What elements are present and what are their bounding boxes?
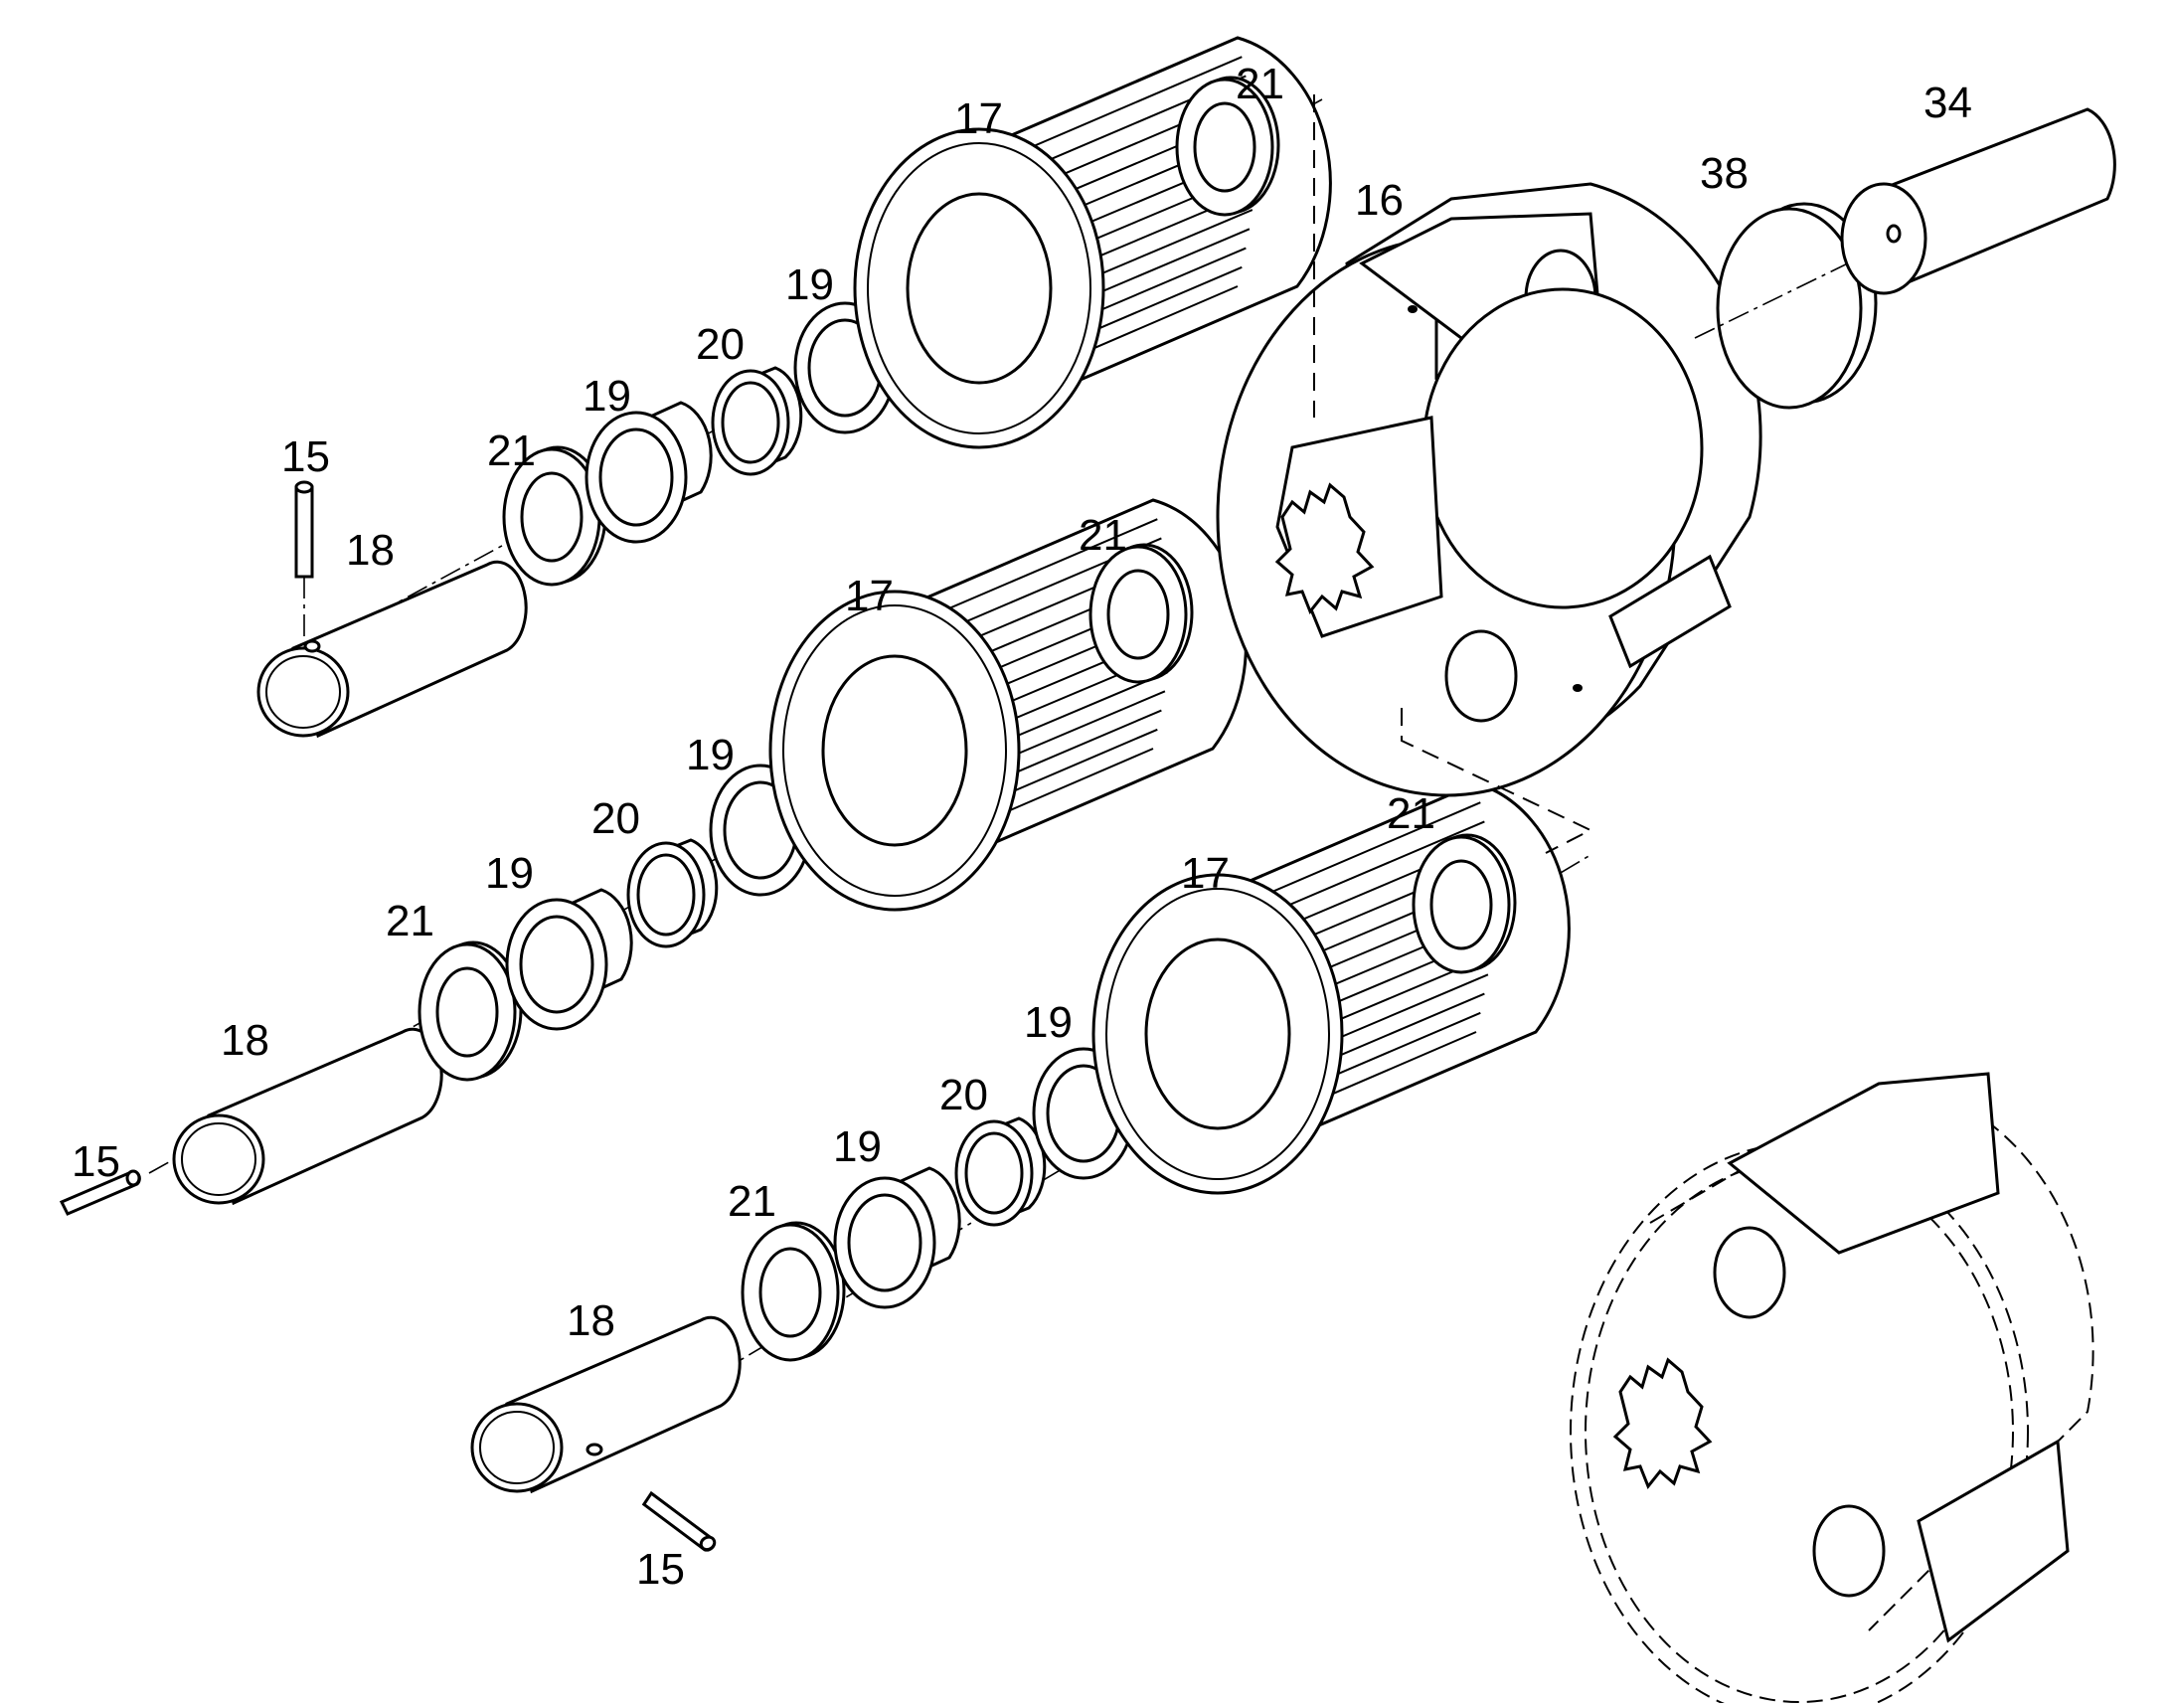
label-15-bot: 15 — [636, 1545, 685, 1594]
label-18-bot: 18 — [567, 1296, 615, 1345]
assembled-carrier-view — [1570, 1072, 2094, 1708]
spacer-top — [711, 366, 803, 476]
label-15-mid: 15 — [72, 1137, 120, 1186]
thrust-washer-middle-right — [1088, 543, 1194, 684]
planet-pin-middle — [172, 1027, 443, 1205]
label-18-mid: 18 — [221, 1016, 269, 1065]
bearing-top-left — [585, 401, 713, 544]
label-19-mid-r: 19 — [686, 731, 735, 779]
roll-pin-top — [294, 480, 314, 646]
bearing-middle-left — [505, 888, 633, 1031]
label-17-mid: 17 — [845, 572, 894, 620]
planet-gear-bottom — [1091, 781, 1571, 1195]
label-21-mid-l: 21 — [386, 897, 434, 945]
planet-pin-top — [256, 560, 528, 738]
label-21-mid-r: 21 — [1079, 511, 1127, 560]
label-20-top: 20 — [696, 320, 745, 369]
bearing-bottom-left — [833, 1166, 961, 1309]
label-19-bot-l: 19 — [833, 1122, 882, 1171]
label-19-top-l: 19 — [583, 372, 631, 421]
label-20-bot: 20 — [939, 1071, 988, 1119]
label-15-top: 15 — [281, 432, 330, 481]
label-21-bot-r: 21 — [1387, 789, 1435, 838]
label-19-mid-l: 19 — [485, 849, 534, 898]
spacer-bottom — [954, 1116, 1047, 1227]
label-20-mid: 20 — [591, 794, 640, 843]
label-38: 38 — [1700, 149, 1749, 198]
label-21-bot-l: 21 — [728, 1177, 776, 1226]
thrust-washer-bottom-left — [741, 1221, 846, 1362]
sun-gear-shaft — [1840, 107, 2116, 295]
planet-carrier — [1216, 182, 1762, 797]
label-17-top: 17 — [954, 94, 1003, 143]
label-16: 16 — [1355, 176, 1404, 225]
label-18-top: 18 — [346, 526, 395, 575]
thrust-washer-bottom-right — [1412, 833, 1517, 974]
sun-gear-disc — [1716, 202, 1878, 410]
label-21-top-l: 21 — [487, 427, 536, 475]
spacer-middle — [626, 838, 719, 948]
label-19-top-r: 19 — [785, 260, 834, 309]
label-19-bot-r: 19 — [1024, 998, 1073, 1047]
label-17-bot: 17 — [1181, 849, 1230, 898]
label-34: 34 — [1923, 79, 1972, 127]
label-21-top-r: 21 — [1236, 60, 1284, 108]
